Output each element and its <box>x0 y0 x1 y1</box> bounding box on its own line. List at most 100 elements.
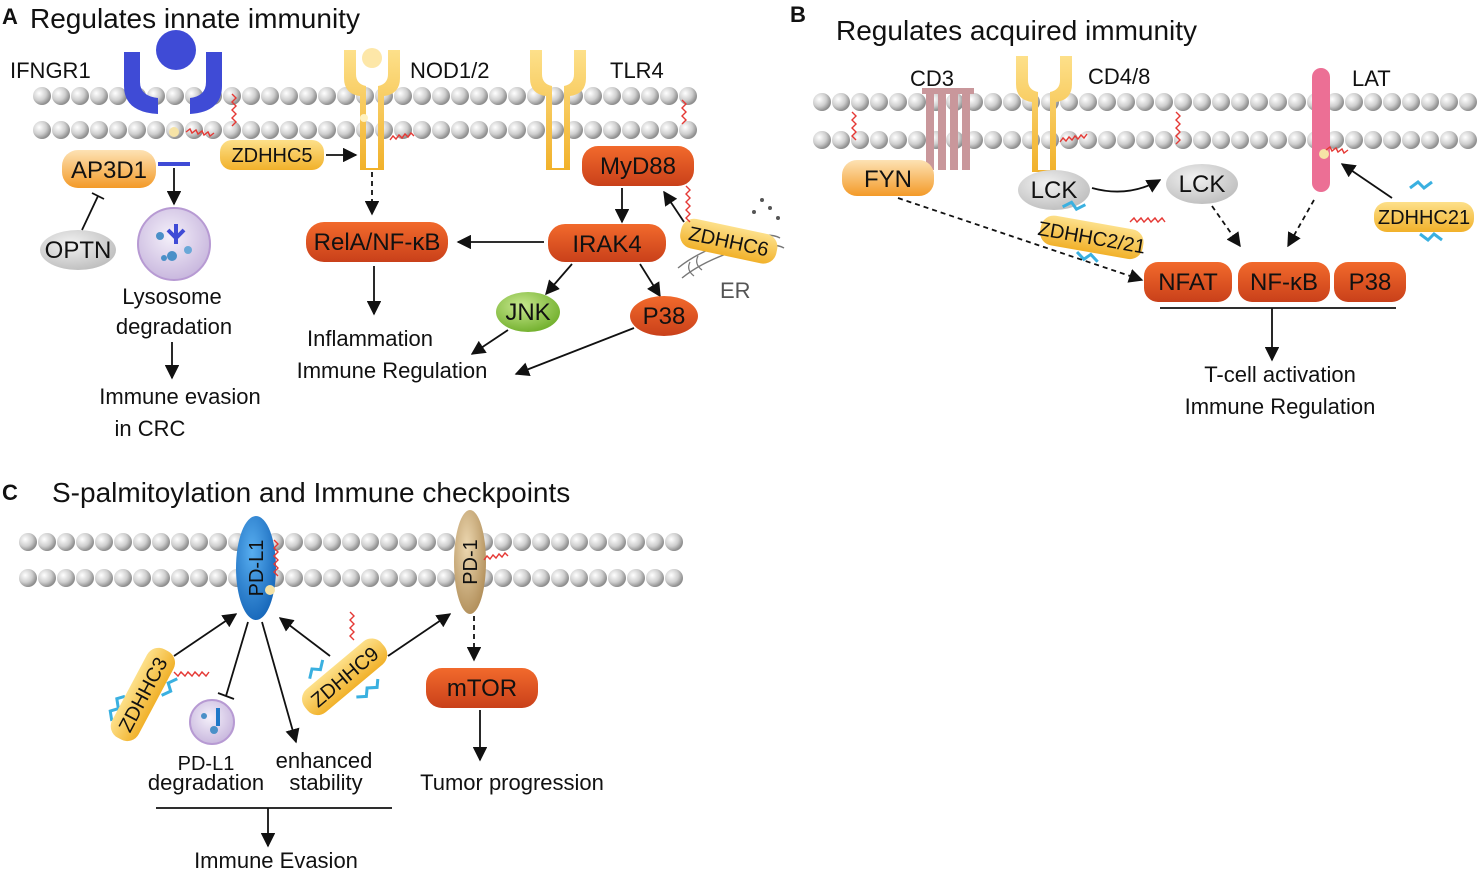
lipid-bead <box>584 121 602 139</box>
optn-inhibits-ap3d1 <box>81 192 105 231</box>
optn-node: OPTN <box>40 230 116 270</box>
zdhhc6-enzyme: ZDHHC6 <box>680 218 778 264</box>
lipid-bead <box>38 533 56 551</box>
p38-node-a: P38 <box>630 296 698 336</box>
stability-label-1: enhanced <box>276 748 373 773</box>
jnk-to-inflammation-arrow <box>470 329 509 355</box>
lipid-bead <box>19 569 37 587</box>
lipid-bead <box>1459 131 1477 149</box>
lipid-bead <box>323 533 341 551</box>
lipid-bead <box>52 87 70 105</box>
jnk-label: JNK <box>505 299 550 326</box>
lipid-bead <box>908 131 926 149</box>
lipid-bead <box>451 87 469 105</box>
lipid-bead <box>413 121 431 139</box>
nfat-node: NFAT <box>1144 262 1232 302</box>
lipid-bead <box>304 533 322 551</box>
lipid-bead <box>1098 93 1116 111</box>
palmitoyl-membrane-a2 <box>681 99 687 125</box>
lipid-bead <box>627 533 645 551</box>
lipid-bead <box>1079 131 1097 149</box>
lck-label-1: LCK <box>1031 177 1078 204</box>
myd88-label: MyD88 <box>600 153 676 180</box>
lipid-bead <box>437 569 455 587</box>
lipid-bead <box>133 533 151 551</box>
zdhhc5-enzyme: ZDHHC5 <box>220 140 324 170</box>
zdhhc9-to-pd1-arrow <box>387 613 452 657</box>
lipid-bead <box>109 87 127 105</box>
lipid-bead <box>1440 93 1458 111</box>
lipid-bead <box>870 131 888 149</box>
lipid-bead <box>76 569 94 587</box>
lipid-bead <box>551 569 569 587</box>
cd48-label: CD4/8 <box>1088 64 1150 89</box>
palmitoyl-pd1 <box>483 551 509 561</box>
panel-b-title: Regulates acquired immunity <box>836 15 1197 46</box>
lipid-bead <box>361 569 379 587</box>
zdhhc9-enzyme: ZDHHC9 <box>302 638 388 716</box>
stability-label-2: stability <box>289 770 362 795</box>
lipid-bead <box>71 121 89 139</box>
lipid-bead <box>38 569 56 587</box>
tlr4-label: TLR4 <box>610 58 664 83</box>
lipid-bead <box>1174 93 1192 111</box>
lipid-bead <box>71 87 89 105</box>
lat-label: LAT <box>1352 66 1391 91</box>
jnk-node: JNK <box>496 292 560 332</box>
lipid-bead <box>627 569 645 587</box>
lipid-bead <box>437 533 455 551</box>
lipid-bead <box>851 131 869 149</box>
lipid-bead <box>166 87 184 105</box>
lipid-bead <box>1288 93 1306 111</box>
ap3d1-node: AP3D1 <box>62 150 156 188</box>
lipid-bead <box>508 121 526 139</box>
lipid-bead <box>1288 131 1306 149</box>
lipid-bead <box>1003 93 1021 111</box>
lipid-bead <box>95 533 113 551</box>
lipid-bead <box>204 121 222 139</box>
mtor-label: mTOR <box>447 675 517 702</box>
lipid-bead <box>361 533 379 551</box>
mtor-node: mTOR <box>426 668 538 708</box>
lipid-bead <box>1345 93 1363 111</box>
nfkb-label: NF-κB <box>1250 269 1318 296</box>
pdl1-label: PD-L1 <box>246 540 268 597</box>
lipid-bead <box>133 569 151 587</box>
lat-to-nfkb-arrow <box>1287 199 1315 248</box>
lipid-bead <box>432 121 450 139</box>
nod-label: NOD1/2 <box>410 58 489 83</box>
lipid-bead <box>513 533 531 551</box>
irak4-node: IRAK4 <box>548 224 666 262</box>
lipid-bead <box>380 533 398 551</box>
lipid-bead <box>870 93 888 111</box>
lipid-bead <box>470 121 488 139</box>
lipid-bead <box>242 121 260 139</box>
palmitoyl-zdhhc9 <box>349 611 355 641</box>
lipid-bead <box>660 87 678 105</box>
lipid-bead <box>109 121 127 139</box>
lipid-bead <box>399 533 417 551</box>
lipid-bead <box>1364 131 1382 149</box>
lipid-bead <box>665 569 683 587</box>
lipid-bead <box>1421 93 1439 111</box>
fyn-node: FYN <box>842 160 934 196</box>
lipid-bead <box>1212 93 1230 111</box>
lipid-bead <box>1459 93 1477 111</box>
lipid-bead <box>242 87 260 105</box>
lipid-bead <box>418 569 436 587</box>
lipid-bead <box>851 93 869 111</box>
ifngr1-receptor <box>124 30 222 166</box>
lipid-bead <box>451 121 469 139</box>
lipid-bead <box>1402 93 1420 111</box>
panel-c-letter: C <box>2 480 18 505</box>
lipid-bead <box>813 131 831 149</box>
palmitoyl-fyn <box>851 111 857 141</box>
lipid-bead <box>603 87 621 105</box>
panel-a-title: Regulates innate immunity <box>30 3 360 34</box>
palmitoyl-membrane-a1 <box>231 93 237 127</box>
lipid-bead <box>209 569 227 587</box>
p38-label-b: P38 <box>1349 269 1392 296</box>
lipid-bead <box>660 121 678 139</box>
lipid-bead <box>470 87 488 105</box>
lipid-bead <box>57 533 75 551</box>
